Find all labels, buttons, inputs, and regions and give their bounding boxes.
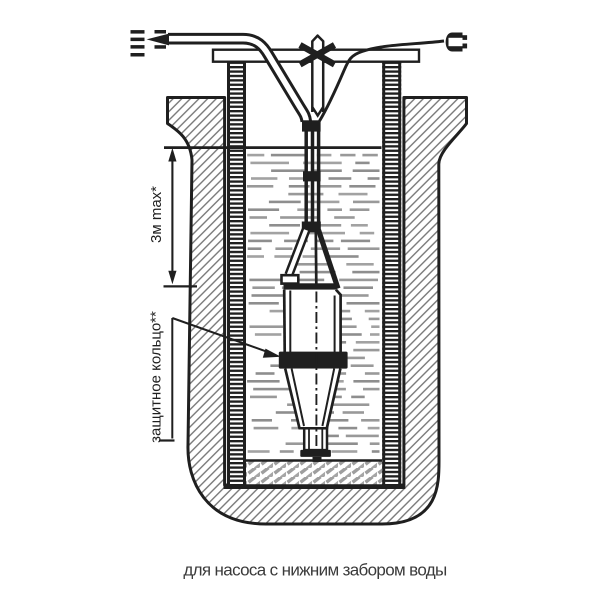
svg-text:для насоса с нижним забором во: для насоса с нижним забором воды [183,561,447,580]
svg-text:3м max*: 3м max* [148,186,165,243]
svg-text:защитное кольцо**: защитное кольцо** [147,311,164,443]
